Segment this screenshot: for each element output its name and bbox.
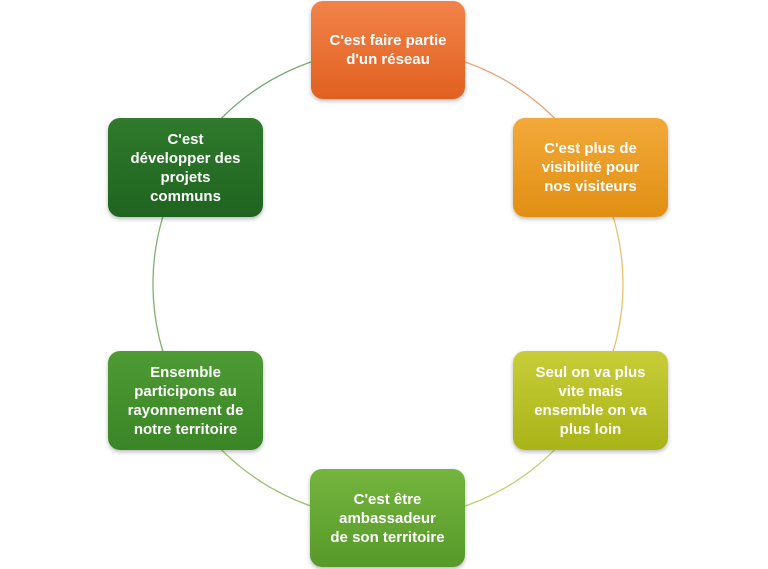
node-label: C'est être ambassadeur de son territoire bbox=[330, 490, 445, 546]
node-label: C'est faire partie d'un réseau bbox=[329, 32, 447, 68]
node-label: C'est plus de visibilité pour nos visite… bbox=[541, 140, 640, 195]
cycle-node-ambassadeur: C'est être ambassadeur de son territoire bbox=[310, 469, 465, 567]
cycle-node-rayonnement: Ensemble participons au rayonnement de n… bbox=[108, 351, 263, 450]
cycle-node-ensemble-loin: Seul on va plus vite mais ensemble on va… bbox=[513, 351, 668, 450]
node-label: Ensemble participons au rayonnement de n… bbox=[127, 363, 244, 438]
cycle-node-visibilite: C'est plus de visibilité pour nos visite… bbox=[513, 118, 668, 217]
node-label: Seul on va plus vite mais ensemble on va… bbox=[534, 363, 647, 438]
cycle-node-reseau: C'est faire partie d'un réseau bbox=[311, 1, 465, 99]
cycle-node-projets-communs: C'est développer des projets communs bbox=[108, 118, 263, 217]
node-label: C'est développer des projets communs bbox=[130, 130, 241, 205]
